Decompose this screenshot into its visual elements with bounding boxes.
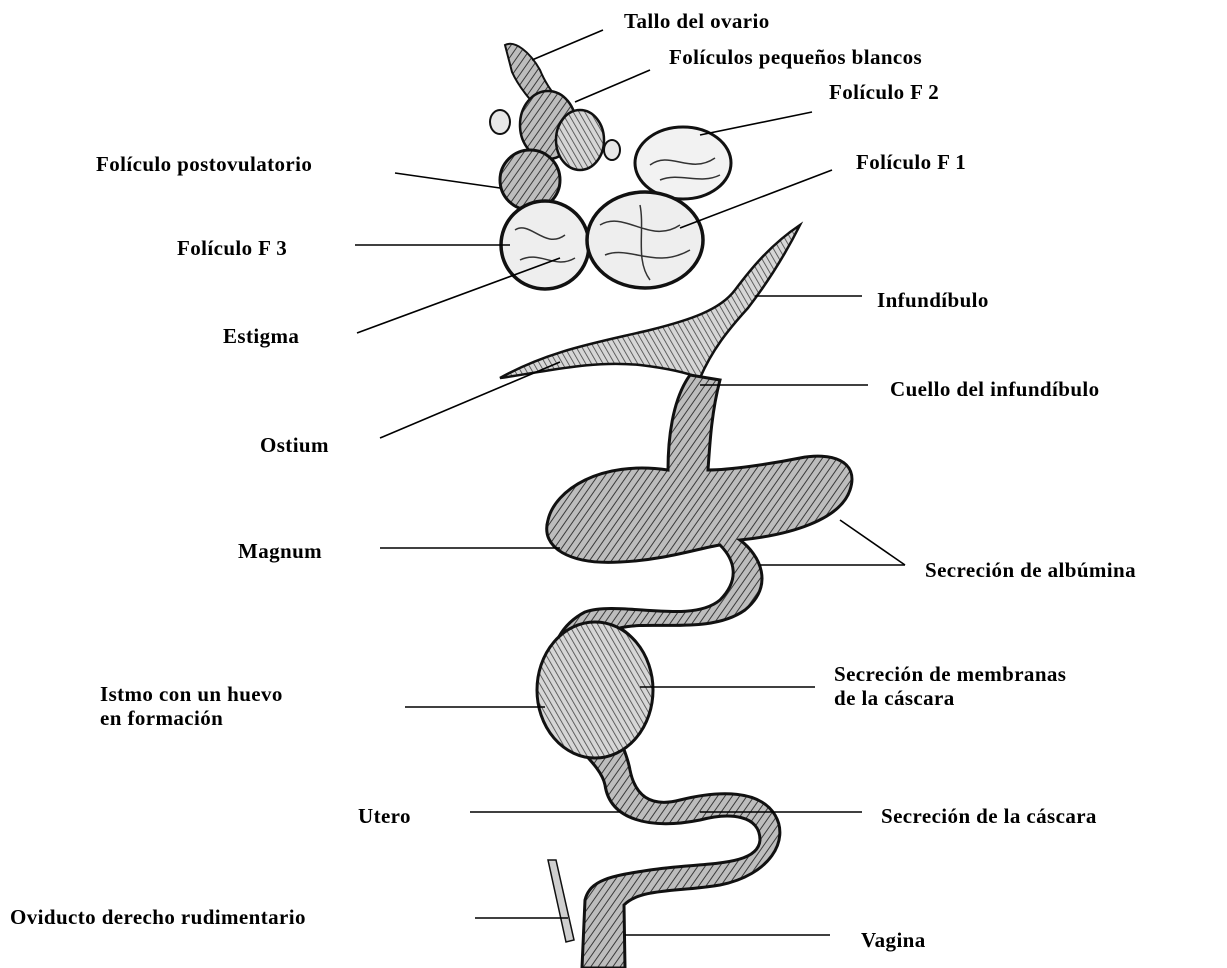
label-vagina: Vagina: [861, 929, 926, 953]
follicle-f1-shape: [587, 192, 703, 288]
label-cuello-del-infundibulo: Cuello del infundíbulo: [890, 378, 1100, 402]
label-foliculo-f2: Folículo F 2: [829, 81, 939, 105]
label-ostium: Ostium: [260, 434, 329, 458]
leader-line-postovulatorio: [395, 173, 500, 188]
small-follicle-shape: [490, 110, 510, 134]
small-follicle-shape: [604, 140, 620, 160]
label-secrecion-de-membranas: Secreción de membranas de la cáscara: [834, 663, 1066, 710]
label-oviducto-derecho-rudimentario: Oviducto derecho rudimentario: [10, 906, 306, 930]
right-oviduct-vestige-shape: [548, 860, 574, 942]
label-estigma: Estigma: [223, 325, 299, 349]
follicle-f3-shape: [501, 201, 589, 289]
ovary: [490, 44, 731, 289]
label-magnum: Magnum: [238, 540, 322, 564]
leader-line-estigma: [357, 258, 560, 333]
leader-line-ostium: [380, 362, 560, 438]
isthmus-egg-shape: [537, 622, 653, 758]
leader-line-tallo: [532, 30, 603, 60]
small-white-follicle-shape: [556, 110, 604, 170]
label-foliculo-postovulatorio: Folículo postovulatorio: [96, 153, 312, 177]
label-tallo-del-ovario: Tallo del ovario: [624, 10, 770, 34]
label-foliculo-f3: Folículo F 3: [177, 237, 287, 261]
label-utero: Utero: [358, 805, 411, 829]
label-foliculos-pequenos-blancos: Folículos pequeños blancos: [669, 46, 922, 70]
leader-line-foliculos: [575, 70, 650, 102]
leader-line-f2: [700, 112, 812, 135]
leader-line-albumina-1: [840, 520, 905, 565]
label-foliculo-f1: Folículo F 1: [856, 151, 966, 175]
label-secrecion-de-albumina: Secreción de albúmina: [925, 559, 1136, 583]
label-secrecion-de-la-cascara: Secreción de la cáscara: [881, 805, 1097, 829]
label-infundibulo: Infundíbulo: [877, 289, 989, 313]
label-istmo-con-huevo: Istmo con un huevo en formación: [100, 683, 283, 730]
